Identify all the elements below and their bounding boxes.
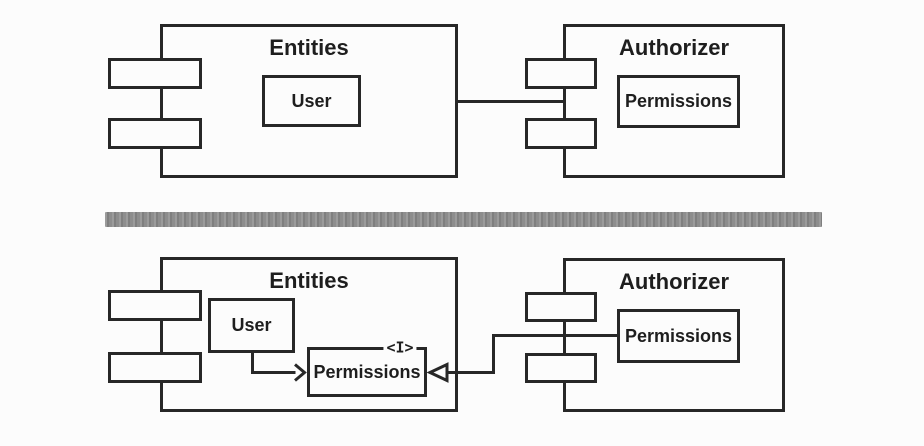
bottom-authorizer-permissions-box: Permissions xyxy=(617,309,740,363)
interface-marker-label: <I> xyxy=(383,340,417,356)
bottom-user-label: User xyxy=(231,315,272,335)
top-permissions-label: Permissions xyxy=(624,91,733,111)
top-authorizer-tab-upper xyxy=(525,58,597,89)
top-user-label: User xyxy=(291,90,332,111)
bottom-entities-tab-upper xyxy=(108,290,202,321)
bottom-entities-permissions-label: Permissions xyxy=(313,361,421,382)
top-user-box: User xyxy=(262,75,361,127)
bottom-authorizer-title: Authorizer xyxy=(619,269,729,294)
bottom-authorizer-tab-lower xyxy=(525,353,597,383)
top-permissions-box: Permissions xyxy=(617,75,740,128)
bottom-authorizer-tab-upper xyxy=(525,292,597,322)
bottom-entities-tab-lower xyxy=(108,352,202,383)
top-entities-component: Entities xyxy=(160,24,458,178)
top-authorizer-tab-lower xyxy=(525,118,597,149)
top-entities-tab-lower xyxy=(108,118,202,149)
bottom-user-box: User xyxy=(208,298,295,353)
bottom-entities-title: Entities xyxy=(269,268,349,293)
top-entities-tab-upper xyxy=(108,58,202,89)
top-entities-title: Entities xyxy=(269,35,349,60)
panel-separator-bar xyxy=(105,212,822,227)
bottom-authorizer-permissions-label: Permissions xyxy=(624,325,733,346)
top-authorizer-title: Authorizer xyxy=(619,35,729,60)
